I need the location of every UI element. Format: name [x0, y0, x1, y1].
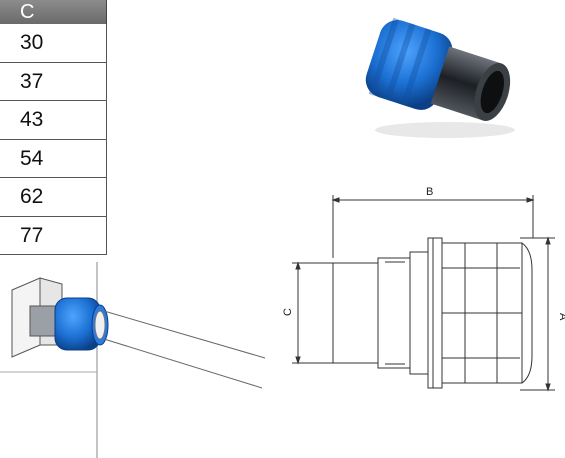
table-row: 77 — [0, 216, 107, 255]
dimension-table: C 30 37 43 54 62 77 — [0, 0, 107, 255]
table-row: 62 — [0, 178, 107, 217]
table-row: 43 — [0, 101, 107, 140]
table-row: 54 — [0, 139, 107, 178]
dimension-label-b: B — [426, 186, 433, 198]
product-photo — [365, 17, 515, 138]
table-header-c: C — [0, 0, 107, 24]
installation-sketch — [0, 262, 266, 458]
technical-drawing — [292, 195, 555, 392]
dimension-label-c: C — [282, 308, 294, 316]
table-row: 30 — [0, 24, 107, 63]
table-row: 37 — [0, 62, 107, 101]
dimension-label-a: A — [557, 313, 565, 321]
